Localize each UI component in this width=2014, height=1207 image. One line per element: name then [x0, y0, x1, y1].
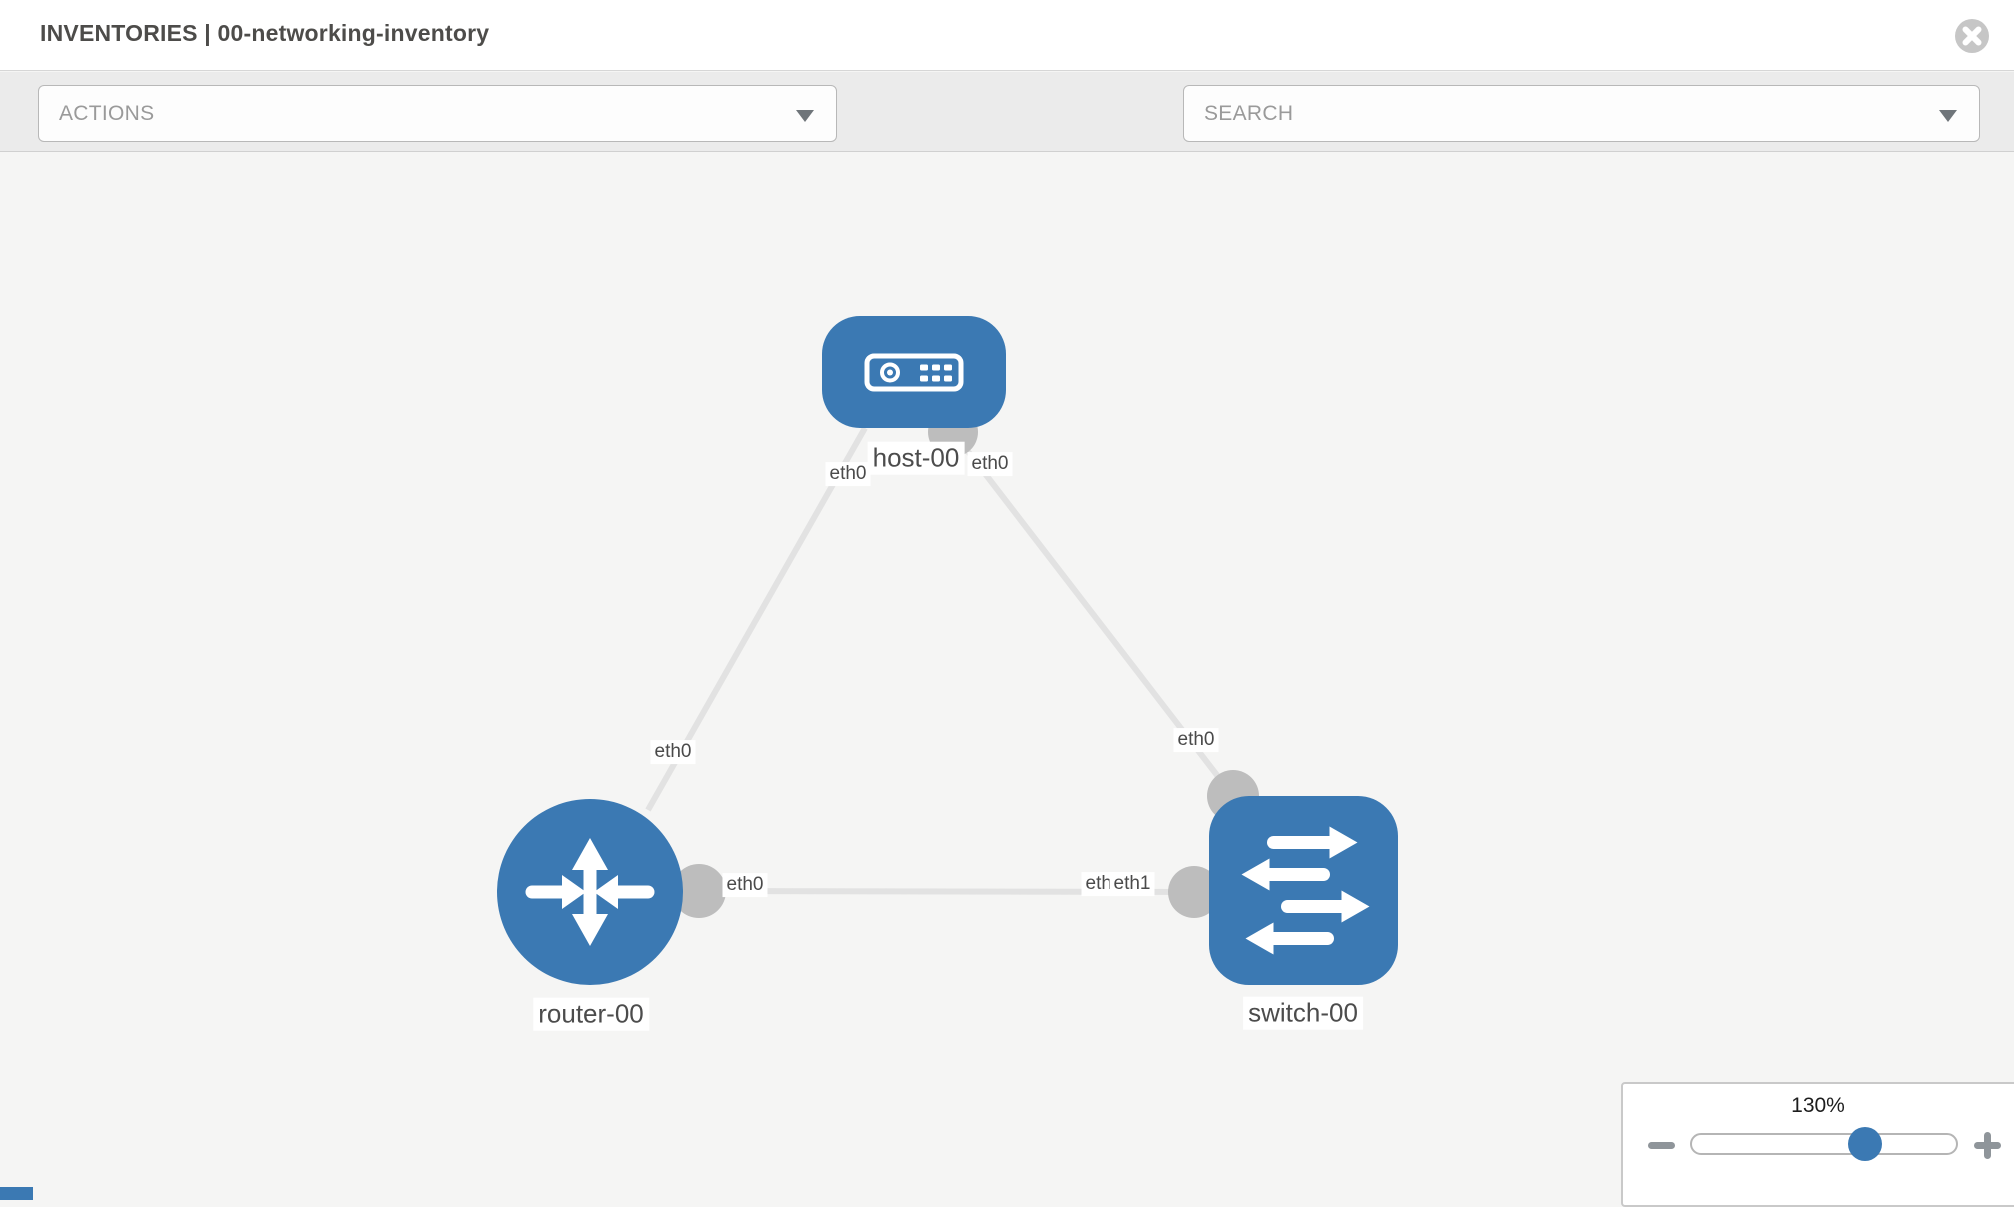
node-label-router: router-00 — [533, 997, 649, 1031]
zoom-level-value: 130% — [1791, 1094, 1845, 1117]
interface-label: eth0 — [825, 462, 871, 486]
chevron-down-icon — [796, 110, 814, 122]
interface-label: eth0 — [1173, 728, 1219, 752]
chevron-down-icon — [1939, 110, 1957, 122]
page-title: INVENTORIES | 00-networking-inventory — [40, 20, 490, 46]
topology-canvas[interactable]: eth0 eth0 eth0 eth0 eth0 eth0 eth1 host-… — [0, 152, 2014, 1200]
interface-label: eth0 — [722, 873, 768, 897]
search-dropdown-placeholder: SEARCH — [1204, 101, 1294, 125]
actions-dropdown[interactable]: ACTIONS — [38, 85, 837, 142]
footer-accent — [0, 1187, 33, 1200]
node-router[interactable] — [497, 799, 683, 985]
switch-icon — [1241, 826, 1370, 955]
port-dot-switch-left — [1168, 866, 1220, 918]
interface-label: eth0 — [967, 452, 1013, 476]
zoom-slider-handle[interactable] — [1848, 1127, 1882, 1161]
node-label-host: host-00 — [867, 441, 965, 475]
actions-dropdown-placeholder: ACTIONS — [59, 101, 155, 125]
zoom-slider-track[interactable] — [1690, 1127, 1958, 1161]
search-dropdown[interactable]: SEARCH — [1183, 85, 1980, 142]
close-icon — [1955, 19, 1989, 53]
router-icon — [525, 838, 655, 946]
port-dot-router — [672, 864, 726, 918]
zoom-control-panel: 130% — [1621, 1082, 2014, 1207]
panel-header: INVENTORIES | 00-networking-inventory — [0, 0, 2014, 71]
node-label-switch: switch-00 — [1243, 996, 1363, 1030]
interface-label: eth1 — [1109, 872, 1155, 896]
toolbar: ACTIONS SEARCH — [0, 72, 2014, 204]
node-host[interactable] — [822, 316, 1006, 428]
zoom-out-button[interactable] — [1645, 1128, 1679, 1162]
server-icon — [864, 353, 964, 392]
interface-label: eth0 — [650, 740, 696, 764]
minus-icon — [1648, 1142, 1675, 1149]
plus-icon — [1984, 1132, 1991, 1159]
close-button[interactable] — [1954, 18, 1990, 54]
zoom-in-button[interactable] — [1971, 1128, 2005, 1162]
node-switch[interactable] — [1209, 796, 1398, 985]
